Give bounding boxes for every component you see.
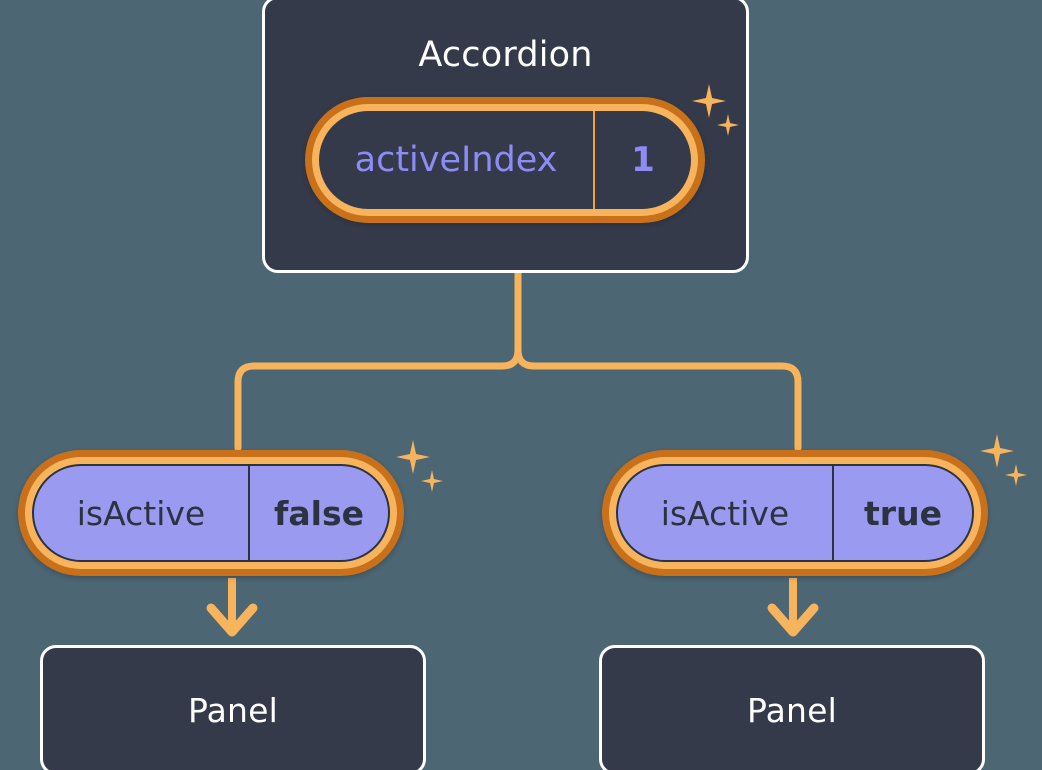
pill-ring: isActive true <box>609 457 981 569</box>
panel-title: Panel <box>187 691 279 730</box>
pill-ring: activeIndex 1 <box>312 104 698 216</box>
state-key-label: isActive <box>76 493 206 533</box>
state-key-label: isActive <box>660 493 790 533</box>
sparkle-icon-small <box>421 470 443 492</box>
sparkle-icon <box>396 440 456 510</box>
sparkle-icon-small <box>1005 464 1027 486</box>
sparkle-icon-large <box>980 434 1014 468</box>
pill-divider <box>593 111 595 209</box>
state-value-label: 1 <box>631 140 655 180</box>
state-pill-isactive-false[interactable]: isActive false <box>18 450 404 576</box>
state-value-label: false <box>274 493 364 533</box>
panel-node-right[interactable]: Panel <box>599 645 985 770</box>
sparkle-icon <box>980 434 1040 504</box>
pill-body: activeIndex 1 <box>319 111 691 209</box>
state-pill-activeindex[interactable]: activeIndex 1 <box>305 97 705 223</box>
pill-body: isActive false <box>32 464 390 562</box>
pill-divider <box>832 466 834 560</box>
panel-title: Panel <box>746 691 838 730</box>
accordion-title: Accordion <box>418 35 593 75</box>
panel-node-left[interactable]: Panel <box>40 645 426 770</box>
state-key-label: activeIndex <box>354 140 558 180</box>
state-pill-isactive-true[interactable]: isActive true <box>602 450 988 576</box>
pill-ring: isActive false <box>25 457 397 569</box>
sparkle-icon-large <box>396 440 430 474</box>
state-value-label: true <box>864 493 942 533</box>
pill-divider <box>248 466 250 560</box>
pill-body: isActive true <box>616 464 974 562</box>
